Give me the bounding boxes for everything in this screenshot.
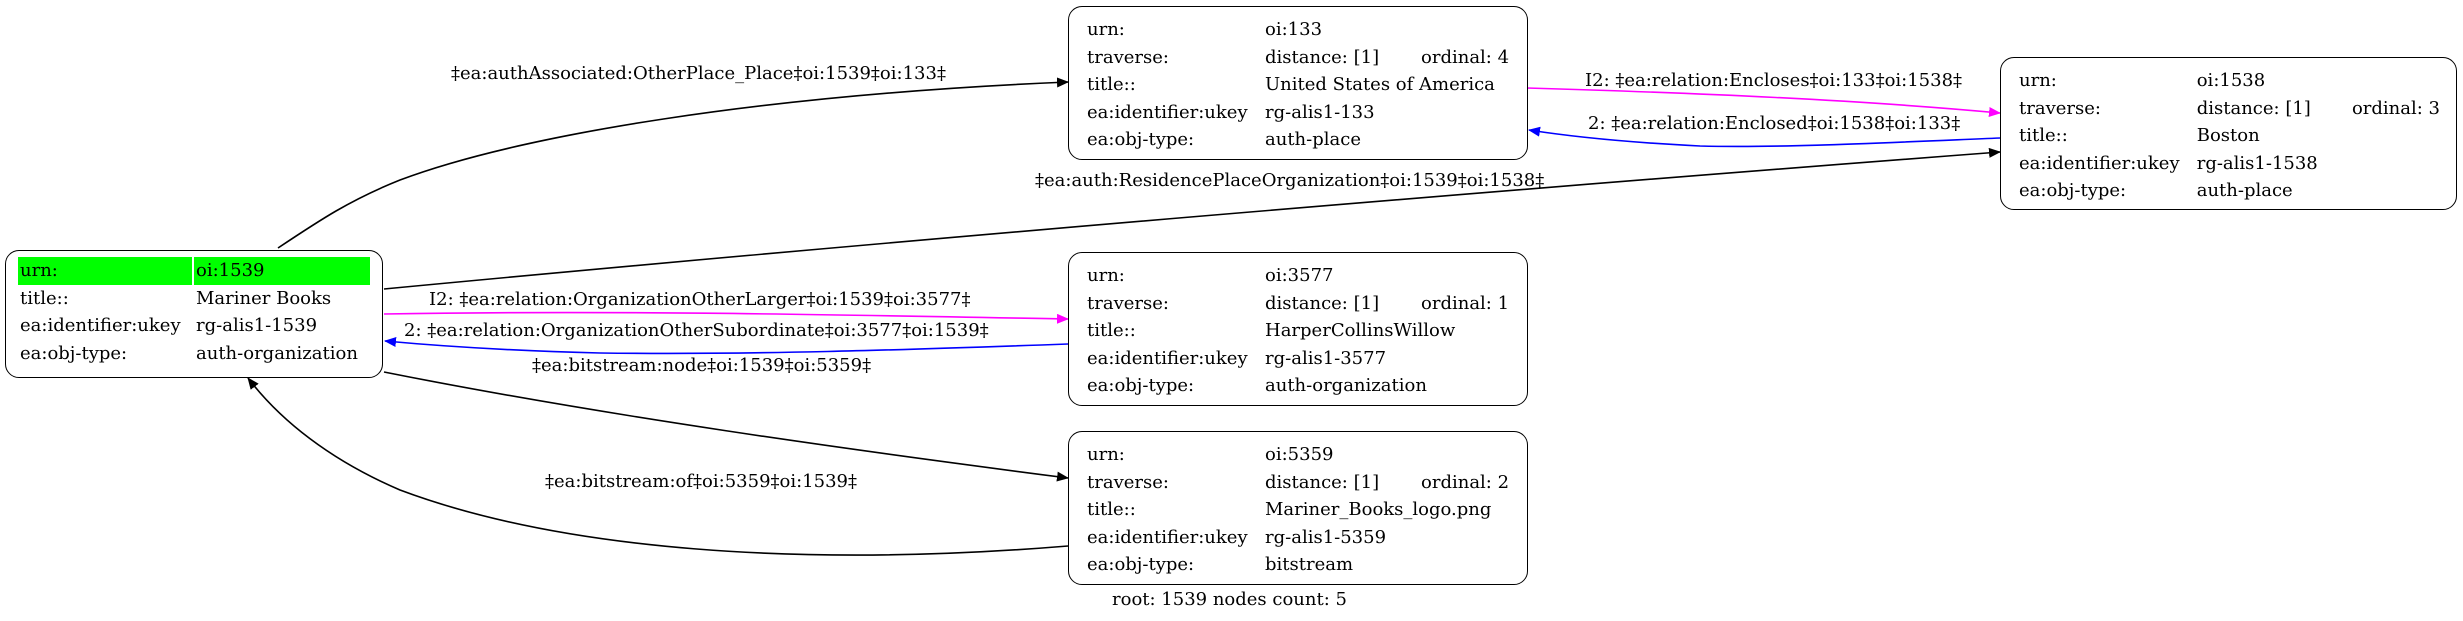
node-row-type: ea:obj-type: auth-place xyxy=(2017,177,2444,205)
node-row-ukey: ea:identifier:ukey rg-alis1-3577 xyxy=(1085,345,1513,373)
node-row-urn: urn: oi:3577 xyxy=(1085,262,1513,290)
edge-label-auth-associated: ‡ea:authAssociated:OtherPlace_Place‡oi:1… xyxy=(451,63,946,84)
row-key: ea:identifier:ukey xyxy=(1087,526,1248,548)
row-value: rg-alis1-133 xyxy=(1265,101,1375,123)
node-row-traverse: traverse: distance: [1] ordinal: 3 xyxy=(2017,95,2444,123)
edge-label-org-subordinate: 2: ‡ea:relation:OrganizationOtherSubordi… xyxy=(404,320,989,341)
row-value: auth-organization xyxy=(196,342,358,364)
row-value: oi:3577 xyxy=(1265,265,1334,286)
row-distance: distance: [1] xyxy=(1265,46,1380,68)
row-key: title:: xyxy=(1087,499,1136,520)
root-node-1539[interactable]: urn: oi:1539 title:: Mariner Books ea:id… xyxy=(5,250,383,378)
row-value: rg-alis1-3577 xyxy=(1265,347,1387,369)
row-ordinal: ordinal: 4 xyxy=(1421,46,1510,68)
node-row-type: ea:obj-type: auth-place xyxy=(1085,126,1513,154)
row-key: title:: xyxy=(2019,125,2068,146)
row-key: traverse: xyxy=(1087,46,1169,68)
row-key: ea:obj-type: xyxy=(2019,180,2127,201)
row-key: title:: xyxy=(1087,320,1136,341)
row-key: traverse: xyxy=(2019,97,2101,119)
edge-label-residence: ‡ea:auth:ResidencePlaceOrganization‡oi:1… xyxy=(1035,170,1545,191)
node-row-title: title::Mariner_Books_logo.png xyxy=(1085,496,1513,524)
row-value: HarperCollinsWillow xyxy=(1265,320,1456,341)
edge-bitstream-node xyxy=(383,371,1069,482)
node-row-urn: urn: oi:133 xyxy=(1085,16,1513,44)
edge-encloses xyxy=(1526,87,2001,117)
row-distance: distance: [1] xyxy=(1265,471,1380,493)
node-row-type: ea:obj-type: auth-organization xyxy=(18,340,370,368)
node-5359[interactable]: urn: oi:5359 traverse: distance: [1] ordina… xyxy=(1068,431,1528,585)
edge-label-enclosed: 2: ‡ea:relation:Enclosed‡oi:1538‡oi:133‡ xyxy=(1588,113,1961,134)
edge-label-bitstream-node: ‡ea:bitstream:node‡oi:1539‡oi:5359‡ xyxy=(532,355,872,376)
row-key: ea:identifier:ukey xyxy=(1087,101,1248,123)
row-distance: distance: [1] xyxy=(1265,292,1380,314)
node-row-ukey: ea:identifier:ukey rg-alis1-1538 xyxy=(2017,150,2444,178)
node-3577[interactable]: urn: oi:3577 traverse: distance: [1] ordina… xyxy=(1068,252,1528,406)
edge-bitstream-of xyxy=(247,377,1069,556)
row-value: oi:5359 xyxy=(1265,444,1334,465)
node-row-ukey: ea:identifier:ukey rg-alis1-133 xyxy=(1085,99,1513,127)
graph-footer: root: 1539 nodes count: 5 xyxy=(1112,589,1347,610)
row-value: rg-alis1-1539 xyxy=(196,315,318,336)
row-ordinal: ordinal: 2 xyxy=(1421,471,1510,493)
row-value: Boston xyxy=(2196,125,2260,146)
edge-residence xyxy=(383,147,2001,290)
node-row-type: ea:obj-type: bitstream xyxy=(1085,551,1513,579)
node-1538[interactable]: urn: oi:1538 traverse: distance: [1] ordina… xyxy=(2000,57,2457,210)
row-value: bitstream xyxy=(1265,554,1354,575)
node-row-title: title::United States of America xyxy=(1085,71,1513,99)
node-row-title: title::HarperCollinsWillow xyxy=(1085,317,1513,345)
row-key: urn: xyxy=(1087,265,1125,286)
row-value: rg-alis1-1538 xyxy=(2196,152,2318,174)
node-row-urn: urn: oi:1539 xyxy=(18,257,370,285)
row-key: title:: xyxy=(20,287,69,309)
edge-org-subordinate xyxy=(384,337,1069,355)
row-key: urn: xyxy=(1087,444,1125,465)
edge-label-encloses: I2: ‡ea:relation:Encloses‡oi:133‡oi:1538… xyxy=(1585,70,1963,91)
node-133[interactable]: urn: oi:133 traverse: distance: [1] ordinal… xyxy=(1068,6,1528,160)
row-key: traverse: xyxy=(1087,292,1169,314)
edge-label-bitstream-of: ‡ea:bitstream:of‡oi:5359‡oi:1539‡ xyxy=(545,471,857,492)
node-row-traverse: traverse: distance: [1] ordinal: 4 xyxy=(1085,44,1513,72)
row-value: Mariner_Books_logo.png xyxy=(1265,499,1492,520)
row-ordinal: ordinal: 1 xyxy=(1421,292,1510,314)
row-value: rg-alis1-5359 xyxy=(1265,526,1387,548)
row-key: urn: xyxy=(1087,19,1125,40)
row-key: ea:obj-type: xyxy=(20,342,128,364)
row-value: auth-organization xyxy=(1265,375,1427,396)
row-key: urn: xyxy=(18,257,192,285)
node-row-traverse: traverse: distance: [1] ordinal: 2 xyxy=(1085,469,1513,497)
node-row-title: title:: Mariner Books xyxy=(18,285,370,313)
row-value: oi:1538 xyxy=(2196,70,2266,91)
row-key: title:: xyxy=(1087,74,1136,95)
edge-org-larger xyxy=(383,311,1069,324)
row-key: ea:identifier:ukey xyxy=(2019,152,2180,174)
row-key: traverse: xyxy=(1087,471,1169,493)
row-key: ea:identifier:ukey xyxy=(20,315,181,336)
row-value: United States of America xyxy=(1265,74,1495,95)
edge-label-org-larger: I2: ‡ea:relation:OrganizationOtherLarger… xyxy=(429,289,971,310)
node-row-urn: urn: oi:5359 xyxy=(1085,441,1513,469)
edge-auth-associated xyxy=(277,77,1069,249)
row-key: ea:obj-type: xyxy=(1087,375,1195,396)
row-value: oi:133 xyxy=(1265,19,1323,40)
node-row-ukey: ea:identifier:ukey rg-alis1-1539 xyxy=(18,312,370,340)
row-value: Mariner Books xyxy=(196,287,332,309)
node-row-title: title::Boston xyxy=(2017,122,2444,150)
row-key: ea:obj-type: xyxy=(1087,129,1195,150)
row-ordinal: ordinal: 3 xyxy=(2351,97,2440,119)
row-key: ea:obj-type: xyxy=(1087,554,1195,575)
row-value: auth-place xyxy=(2196,180,2293,201)
row-value: auth-place xyxy=(1265,129,1361,150)
node-row-ukey: ea:identifier:ukey rg-alis1-5359 xyxy=(1085,524,1513,552)
node-row-traverse: traverse: distance: [1] ordinal: 1 xyxy=(1085,290,1513,318)
node-row-urn: urn: oi:1538 xyxy=(2017,67,2444,95)
node-row-type: ea:obj-type: auth-organization xyxy=(1085,372,1513,400)
row-key: ea:identifier:ukey xyxy=(1087,347,1248,369)
row-key: urn: xyxy=(2019,70,2057,91)
row-distance: distance: [1] xyxy=(2196,97,2311,119)
row-value: oi:1539 xyxy=(194,257,370,285)
edge-enclosed xyxy=(1528,126,2001,148)
